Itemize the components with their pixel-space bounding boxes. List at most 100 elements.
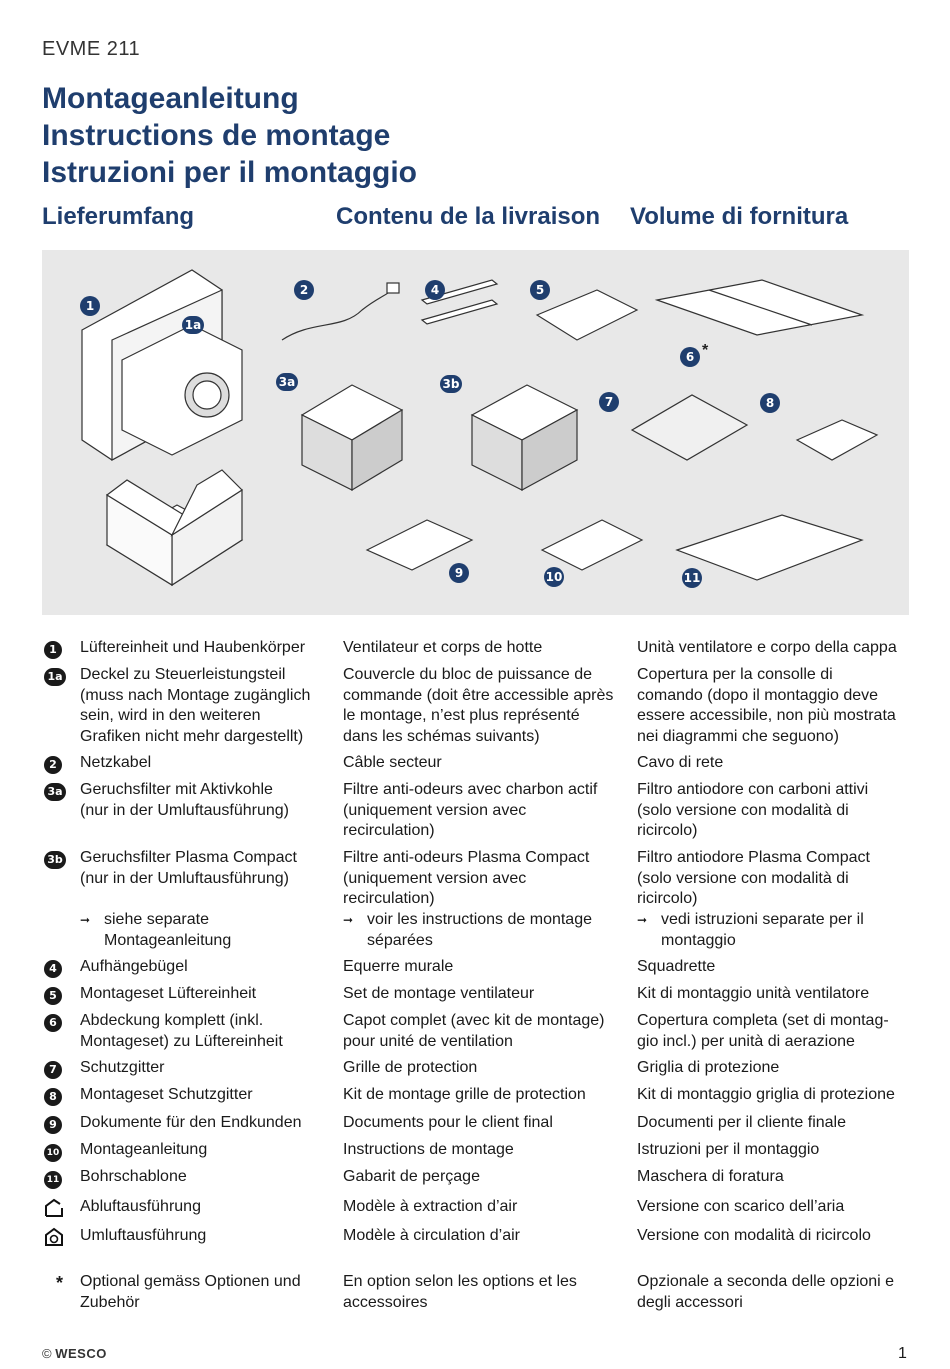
item-it: Copertura completa (set di montag- gio i… [637, 1012, 889, 1050]
item-de: Schutzgitter [80, 1059, 165, 1076]
parts-drawing: 1 1a 2 4 5 6 * 3a 3b 7 8 9 10 11 [80, 269, 879, 588]
item-it: Cavo di rete [637, 754, 724, 771]
item-it: Filtro antiodore Plasma Compact (solo ve… [637, 849, 870, 907]
badge-3b: 3b [443, 377, 460, 391]
optional-it: Opzionale a seconda delle opzioni e degl… [637, 1273, 895, 1311]
reference-de: ➞ [80, 910, 90, 931]
reference-fr-text: voir les instructions de montage séparée… [367, 911, 592, 949]
item-fr: Capot complet (avec kit de montage) pour… [343, 1012, 605, 1050]
item-de: Aufhängebügel [80, 958, 188, 975]
item-fr: Grille de protection [343, 1059, 478, 1076]
item-it: Kit di montaggio griglia di protezione [637, 1086, 895, 1103]
item-de: Geruchsfilter mit Aktivkohle (nur in der… [80, 781, 289, 819]
badge-1a: 1a [185, 318, 201, 332]
exhaust-house-icon [44, 1198, 64, 1217]
power-cable-drawing [281, 289, 393, 341]
badge-4: 4 [431, 283, 439, 297]
item-fr: Filtre anti-odeurs avec charbon actif (u… [343, 781, 598, 839]
item-number: 6 [44, 1014, 62, 1032]
item-fr: Instructions de montage [343, 1141, 514, 1158]
item-it: Maschera di foratura [637, 1168, 784, 1185]
item-it: Istruzioni per il montaggio [637, 1141, 820, 1158]
page-titles: Montageanleitung Instructions de montage… [42, 80, 417, 191]
item-number: 9 [44, 1116, 62, 1134]
page-number: 1 [898, 1345, 907, 1362]
model-number: EVME 211 [42, 38, 141, 60]
item-de: Geruchsfilter Plasma Compact (nur in der… [80, 849, 297, 887]
recirculation-house-icon [44, 1227, 64, 1246]
item-de: Netzkabel [80, 754, 152, 771]
plasma-filter-drawing [470, 384, 579, 492]
item-it: Versione con modalità di ricircolo [637, 1227, 871, 1244]
item-it: Kit di montaggio unità ventilatore [637, 985, 870, 1002]
reference-it: ➞ [637, 910, 647, 931]
item-number: 3a [44, 783, 66, 801]
item-de: Bohrschablone [80, 1168, 187, 1185]
item-it: Versione con scarico dell’aria [637, 1198, 845, 1215]
title-de: Montageanleitung [42, 82, 299, 115]
item-number: 5 [44, 987, 62, 1005]
badge-5: 5 [536, 283, 544, 297]
badge-11: 11 [684, 571, 701, 585]
item-it: Griglia di protezione [637, 1059, 780, 1076]
instructions-drawing [540, 519, 644, 571]
item-number: 1 [44, 641, 62, 659]
item-number: 2 [44, 756, 62, 774]
item-de: Umluftausführung [80, 1227, 207, 1244]
delivery-contents-illustration: 1 1a 2 4 5 6 * 3a 3b 7 8 9 10 11 [42, 250, 909, 615]
item-de: Abluftausführung [80, 1198, 201, 1215]
reference-fr: ➞ [343, 910, 353, 931]
fan-unit-drawing [81, 269, 243, 462]
optional-fr: En option selon les options et les acces… [343, 1273, 577, 1311]
footer: © WESCO [42, 1346, 107, 1361]
heading-de: Lieferumfang [42, 203, 195, 230]
badge-3a: 3a [279, 375, 295, 389]
item-fr: Couvercle du bloc de puissance de comman… [343, 666, 614, 745]
item-number: 3b [44, 851, 66, 869]
item-fr: Câble secteur [343, 754, 442, 771]
item-de: Lüftereinheit und Haubenkörper [80, 639, 306, 656]
optional-asterisk: * [702, 342, 709, 359]
badge-7: 7 [605, 395, 613, 409]
item-it: Filtro antiodore con carboni attivi (sol… [637, 781, 869, 839]
badge-10: 10 [546, 570, 563, 584]
item-fr: Kit de montage grille de protection [343, 1086, 586, 1103]
item-it: Squadrette [637, 958, 716, 975]
item-number: 7 [44, 1061, 62, 1079]
item-fr: Documents pour le client final [343, 1114, 553, 1131]
template-drawing [675, 514, 864, 581]
badge-9: 9 [455, 566, 463, 580]
brand-logo: WESCO [55, 1346, 107, 1361]
item-fr: Set de montage ventilateur [343, 985, 535, 1002]
heading-fr: Contenu de la livraison [336, 203, 601, 230]
heading-it: Volume di fornitura [630, 203, 849, 230]
copyright-symbol: © [42, 1346, 52, 1361]
item-fr: Filtre anti-odeurs Plasma Compact (uniqu… [343, 849, 590, 907]
figure-badges: 1 1a 2 4 5 6 * 3a 3b 7 8 9 10 11 [80, 280, 780, 588]
item-fr: Gabarit de perçage [343, 1168, 480, 1185]
documents-drawing [365, 519, 474, 571]
item-it: Copertura per la consolle di comando (do… [637, 666, 896, 745]
item-number: 1a [44, 668, 66, 686]
reference-de-text: siehe separate Montageanleitung [104, 911, 232, 949]
item-number: 8 [44, 1088, 62, 1106]
item-it: Unità ventilatore e corpo della cappa [637, 639, 897, 656]
item-de: Abdeckung komplett (inkl. Montageset) zu… [80, 1012, 283, 1050]
asterisk-mark: * [56, 1273, 64, 1293]
grid-kit-drawing [795, 419, 879, 461]
mount-kit-drawing [535, 289, 639, 341]
badge-1: 1 [86, 299, 94, 313]
badge-8: 8 [766, 396, 774, 410]
item-it: Documenti per il cliente finale [637, 1114, 846, 1131]
title-it: Istruzioni per il montaggio [42, 156, 417, 189]
item-fr: Modèle à circulation d’air [343, 1227, 520, 1244]
badge-2: 2 [300, 283, 308, 297]
arrow-icon: ➞ [80, 913, 91, 927]
arrow-icon: ➞ [343, 913, 354, 927]
item-de: Montageset Schutzgitter [80, 1086, 253, 1103]
item-number: 4 [44, 960, 62, 978]
arrow-icon: ➞ [637, 913, 648, 927]
item-fr: Equerre murale [343, 958, 454, 975]
item-de: Deckel zu Steuerleistungsteil (muss nach… [80, 666, 311, 745]
item-fr: Modèle à extraction d’air [343, 1198, 518, 1215]
